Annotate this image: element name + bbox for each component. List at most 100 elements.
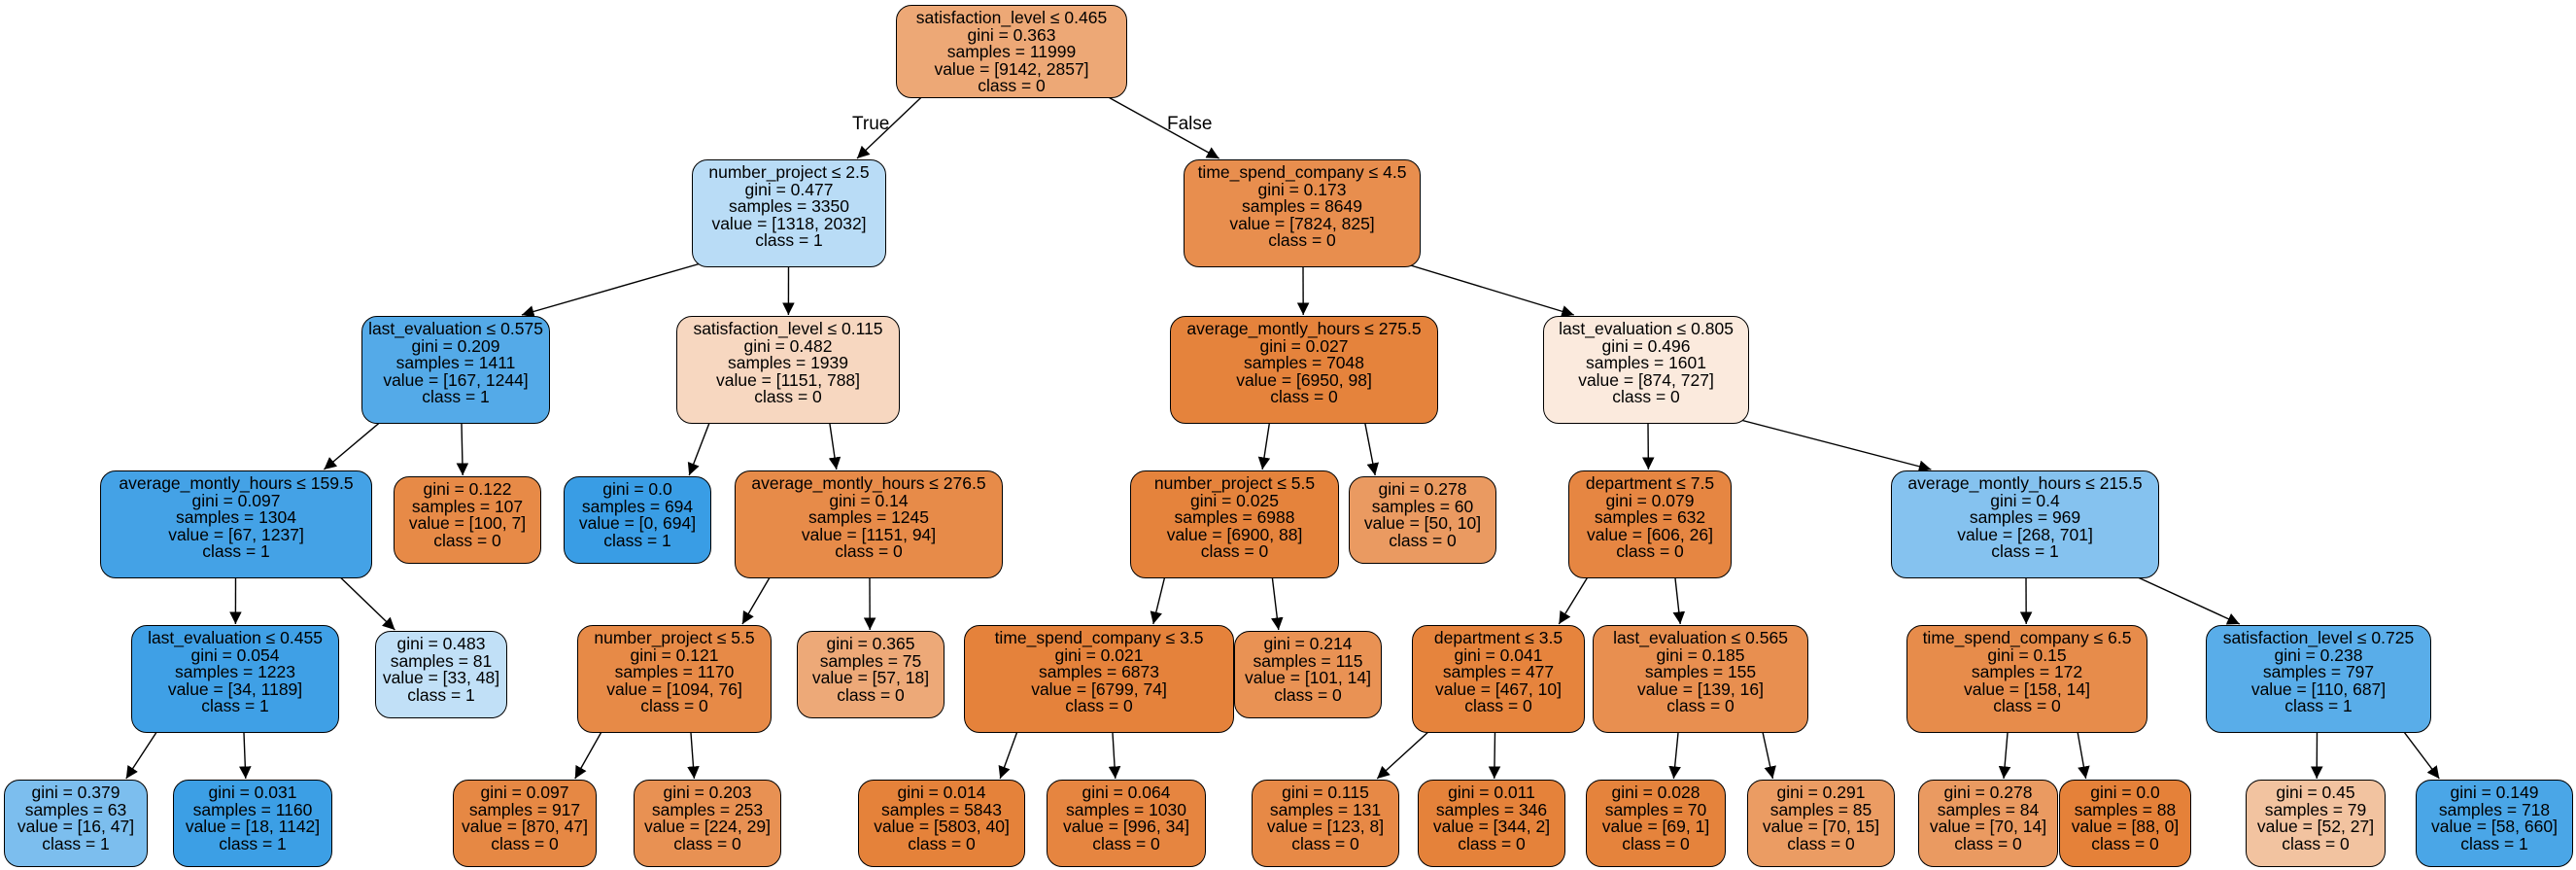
- edge-0-1: [856, 87, 932, 159]
- edge-5-11: [1257, 423, 1271, 470]
- node-samples: samples = 6988: [1174, 507, 1295, 528]
- node-class: class = 0: [1616, 541, 1684, 562]
- edge-21-32: [1488, 732, 1501, 780]
- node-gini: gini = 0.014: [897, 783, 986, 802]
- node-class: class = 0: [1268, 230, 1336, 251]
- node-value: value = [70, 14]: [1929, 817, 2047, 837]
- node-gini: gini = 0.185: [1656, 644, 1745, 665]
- node-value: value = [34, 1189]: [167, 679, 303, 699]
- node-gini: gini = 0.278: [1378, 479, 1467, 499]
- node-class: class = 0: [1092, 833, 1160, 853]
- node-condition: department ≤ 3.5: [1433, 628, 1563, 647]
- node-class: class = 1: [2284, 696, 2353, 716]
- edge-0-2: [1091, 87, 1219, 159]
- node-gini: gini = 0.45: [2276, 783, 2355, 802]
- node-value: value = [1318, 2032]: [711, 213, 867, 233]
- node-gini: gini = 0.477: [744, 179, 834, 199]
- node-gini: gini = 0.496: [1601, 335, 1691, 356]
- edge-7-16: [330, 568, 395, 631]
- edge-19-30: [1108, 732, 1121, 780]
- node-class: class = 1: [202, 541, 270, 562]
- node-condition: department ≤ 7.5: [1585, 473, 1715, 493]
- node-class: class = 0: [908, 833, 976, 853]
- node-value: value = [57, 18]: [811, 668, 930, 688]
- node-class: class = 0: [1787, 833, 1855, 853]
- node-samples: samples = 84: [1937, 799, 2040, 819]
- node-value: value = [996, 34]: [1063, 817, 1189, 837]
- node-value: value = [139, 16]: [1637, 679, 1764, 699]
- node-value: value = [6799, 74]: [1031, 679, 1167, 699]
- node-class: class = 0: [1200, 541, 1269, 562]
- node-class: class = 0: [1389, 530, 1457, 550]
- node-samples: samples = 1223: [174, 662, 296, 682]
- node-samples: samples = 85: [1769, 799, 1872, 819]
- node-condition: last_evaluation ≤ 0.575: [368, 319, 543, 338]
- node-value: value = [874, 727]: [1578, 369, 1714, 390]
- node-value: value = [5803, 40]: [874, 817, 1010, 837]
- node-class: class = 0: [2282, 833, 2350, 853]
- edge-11-20: [1270, 568, 1284, 631]
- node-value: value = [52, 27]: [2256, 817, 2375, 837]
- node-value: value = [268, 701]: [1957, 524, 2093, 544]
- node-condition: satisfaction_level ≤ 0.115: [693, 319, 883, 338]
- node-samples: samples = 797: [2262, 662, 2375, 682]
- node-condition: satisfaction_level ≤ 0.465: [915, 8, 1108, 27]
- node-gini: gini = 0.097: [191, 490, 281, 510]
- node-samples: samples = 346: [1435, 799, 1548, 819]
- node-class: class = 0: [673, 833, 741, 853]
- node-gini: gini = 0.054: [190, 644, 280, 665]
- node-condition: satisfaction_level ≤ 0.725: [2222, 628, 2415, 647]
- node-class: class = 0: [1274, 684, 1342, 705]
- edge-label-false: False: [1167, 114, 1213, 134]
- node-class: class = 1: [42, 833, 110, 853]
- node-value: value = [344, 2]: [1432, 817, 1551, 837]
- node-samples: samples = 718: [2438, 799, 2551, 819]
- node-value: value = [6950, 98]: [1236, 369, 1372, 390]
- node-condition: time_spend_company ≤ 6.5: [1922, 628, 2132, 647]
- node-class: class = 1: [1991, 541, 2059, 562]
- node-samples: samples = 477: [1442, 662, 1555, 682]
- node-value: value = [123, 8]: [1266, 817, 1385, 837]
- node-samples: samples = 917: [468, 799, 581, 819]
- node-condition: average_montly_hours ≤ 275.5: [1186, 319, 1422, 338]
- node-value: value = [1151, 94]: [801, 524, 937, 544]
- node-gini: gini = 0.115: [1282, 783, 1369, 802]
- node-class: class = 0: [1291, 833, 1359, 853]
- node-gini: gini = 0.379: [31, 783, 120, 802]
- edge-22-33: [1668, 732, 1681, 780]
- node-value: value = [67, 1237]: [168, 524, 304, 544]
- node-value: value = [70, 15]: [1762, 817, 1880, 837]
- node-value: value = [101, 14]: [1245, 668, 1371, 688]
- node-samples: samples = 7048: [1243, 353, 1365, 373]
- node-samples: samples = 694: [581, 496, 694, 516]
- node-class: class = 0: [1270, 387, 1338, 407]
- node-gini: gini = 0.031: [208, 783, 297, 802]
- node-samples: samples = 115: [1253, 650, 1363, 671]
- node-class: class = 0: [1458, 833, 1526, 853]
- node-samples: samples = 6873: [1038, 662, 1160, 682]
- node-condition: number_project ≤ 5.5: [594, 628, 755, 647]
- node-condition: average_montly_hours ≤ 215.5: [1907, 473, 2143, 493]
- node-class: class = 1: [407, 684, 475, 705]
- node-gini: gini = 0.0: [2090, 783, 2160, 802]
- node-gini: gini = 0.097: [480, 783, 569, 802]
- node-value: value = [69, 1]: [1601, 817, 1710, 837]
